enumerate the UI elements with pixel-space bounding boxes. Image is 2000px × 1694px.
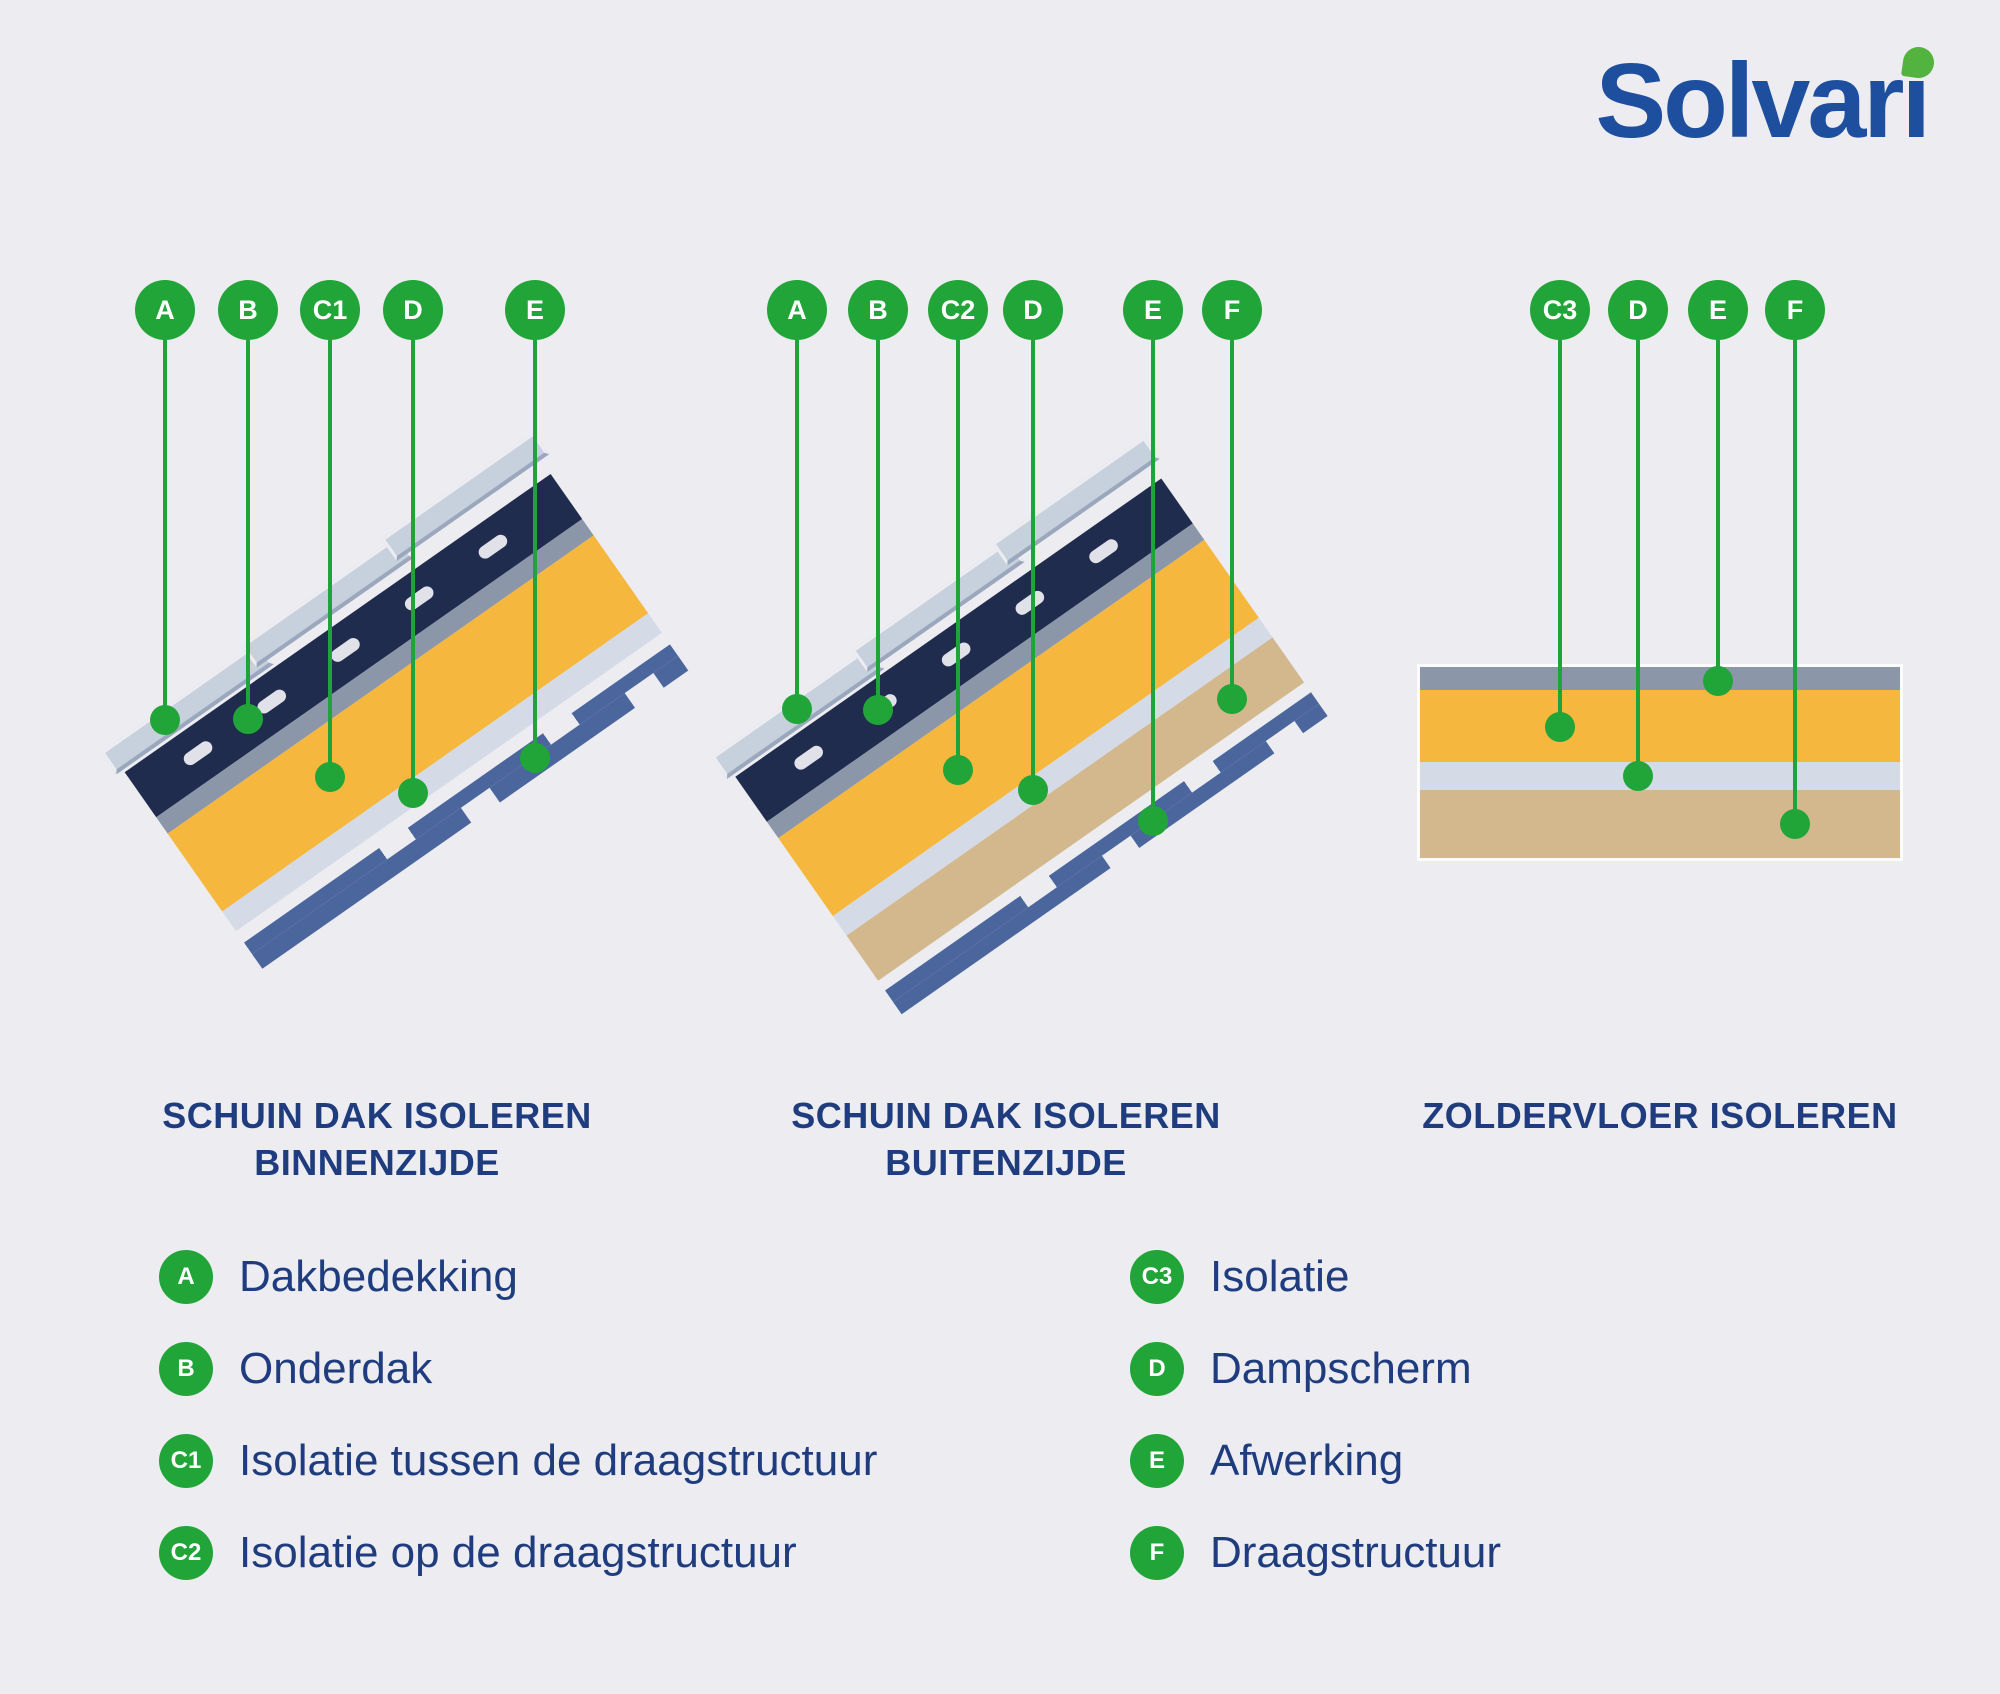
- leader-line-c1: [328, 340, 332, 777]
- title-line: SCHUIN DAK ISOLEREN: [791, 1095, 1221, 1136]
- onderdak-cutout: [791, 743, 826, 773]
- leader-line-f: [1230, 340, 1234, 699]
- legend-marker-c2: C2: [159, 1526, 213, 1580]
- title-line: ZOLDERVLOER ISOLEREN: [1422, 1095, 1898, 1136]
- diagram-schuin-dak-buitenzijde: [711, 436, 1328, 1015]
- legend-marker-c1: C1: [159, 1434, 213, 1488]
- insulation-layer: [1420, 690, 1900, 762]
- afwerking-layer: [1420, 667, 1900, 690]
- diagram-title-buitenzijde: SCHUIN DAK ISOLEREN BUITENZIJDE: [756, 1092, 1256, 1186]
- diagram-title-binnenzijde: SCHUIN DAK ISOLEREN BINNENZIJDE: [127, 1092, 627, 1186]
- legend-label: Isolatie: [1210, 1252, 1350, 1301]
- layer-point-b: [863, 695, 893, 725]
- diagram-zoldervloer: [1417, 664, 1903, 861]
- legend-item-onderdak: B Onderdak: [159, 1342, 432, 1396]
- layer-point-d: [1623, 761, 1653, 791]
- diagram-schuin-dak-binnenzijde: [100, 432, 689, 969]
- draagstructuur-layer: [1420, 790, 1900, 858]
- title-line: SCHUIN DAK ISOLEREN: [162, 1095, 592, 1136]
- layer-point-c2: [943, 755, 973, 785]
- solvari-logo-i: ı: [1900, 42, 1936, 160]
- marker-d: D: [1003, 280, 1063, 340]
- marker-e: E: [1688, 280, 1748, 340]
- marker-e: E: [505, 280, 565, 340]
- diagram-title-zoldervloer: ZOLDERVLOER ISOLEREN: [1410, 1092, 1910, 1139]
- legend-marker-a: A: [159, 1250, 213, 1304]
- marker-c1: C1: [300, 280, 360, 340]
- marker-f: F: [1202, 280, 1262, 340]
- marker-c2: C2: [928, 280, 988, 340]
- leader-line-d: [411, 340, 415, 793]
- layer-point-e: [1703, 666, 1733, 696]
- marker-a: A: [767, 280, 827, 340]
- leader-line-c3: [1558, 340, 1562, 727]
- leader-line-b: [246, 340, 250, 719]
- onderdak-cutout: [476, 532, 510, 562]
- layer-point-d: [398, 778, 428, 808]
- layer-point-e: [1138, 806, 1168, 836]
- marker-c3: C3: [1530, 280, 1590, 340]
- layer-point-f: [1217, 684, 1247, 714]
- legend-item-isolatie-tussen: C1 Isolatie tussen de draagstructuur: [159, 1434, 877, 1488]
- legend-marker-e: E: [1130, 1434, 1184, 1488]
- layer-point-c3: [1545, 712, 1575, 742]
- legend-item-isolatie: C3 Isolatie: [1130, 1250, 1349, 1304]
- leader-line-d: [1031, 340, 1035, 790]
- legend-marker-b: B: [159, 1342, 213, 1396]
- solvari-logo-text: Solvar: [1595, 42, 1904, 160]
- dampscherm-layer: [1420, 762, 1900, 790]
- onderdak-cutout: [1013, 588, 1047, 618]
- legend-label: Dakbedekking: [239, 1252, 518, 1301]
- legend-label: Onderdak: [239, 1344, 433, 1393]
- marker-d: D: [1608, 280, 1668, 340]
- onderdak-cutout: [402, 583, 437, 613]
- legend-label: Afwerking: [1210, 1436, 1404, 1485]
- legend-marker-f: F: [1130, 1526, 1184, 1580]
- leader-line-a: [163, 340, 167, 720]
- marker-b: B: [218, 280, 278, 340]
- legend-label: Draagstructuur: [1210, 1528, 1502, 1577]
- layer-point-a: [782, 694, 812, 724]
- marker-b: B: [848, 280, 908, 340]
- leader-line-b: [876, 340, 880, 710]
- layer-point-c1: [315, 762, 345, 792]
- leader-line-e: [1151, 340, 1155, 821]
- layer-point-a: [150, 705, 180, 735]
- legend-label: Isolatie tussen de draagstructuur: [239, 1436, 878, 1485]
- legend-item-isolatie-op: C2 Isolatie op de draagstructuur: [159, 1526, 797, 1580]
- leader-line-f: [1793, 340, 1797, 824]
- legend-marker-d: D: [1130, 1342, 1184, 1396]
- onderdak-cutout: [328, 635, 363, 665]
- leader-line-d: [1636, 340, 1640, 776]
- leader-line-a: [795, 340, 799, 709]
- layer-point-d: [1018, 775, 1048, 805]
- legend-item-dampscherm: D Dampscherm: [1130, 1342, 1472, 1396]
- leader-line-c2: [956, 340, 960, 770]
- leader-line-e: [1716, 340, 1720, 681]
- marker-f: F: [1765, 280, 1825, 340]
- title-line: BINNENZIJDE: [254, 1142, 500, 1183]
- onderdak-cutout: [1086, 536, 1121, 566]
- onderdak-cutout: [181, 738, 215, 768]
- legend-item-draagstructuur: F Draagstructuur: [1130, 1526, 1501, 1580]
- legend-label: Isolatie op de draagstructuur: [239, 1528, 797, 1577]
- layer-point-b: [233, 704, 263, 734]
- solvari-logo: Solvarı: [1595, 44, 1936, 154]
- leader-line-e: [533, 340, 537, 758]
- legend-label: Dampscherm: [1210, 1344, 1472, 1393]
- legend-item-dakbedekking: A Dakbedekking: [159, 1250, 518, 1304]
- legend-marker-c3: C3: [1130, 1250, 1184, 1304]
- marker-e: E: [1123, 280, 1183, 340]
- marker-d: D: [383, 280, 443, 340]
- legend-item-afwerking: E Afwerking: [1130, 1434, 1403, 1488]
- marker-a: A: [135, 280, 195, 340]
- layer-point-e: [520, 743, 550, 773]
- title-line: BUITENZIJDE: [885, 1142, 1127, 1183]
- layer-point-f: [1780, 809, 1810, 839]
